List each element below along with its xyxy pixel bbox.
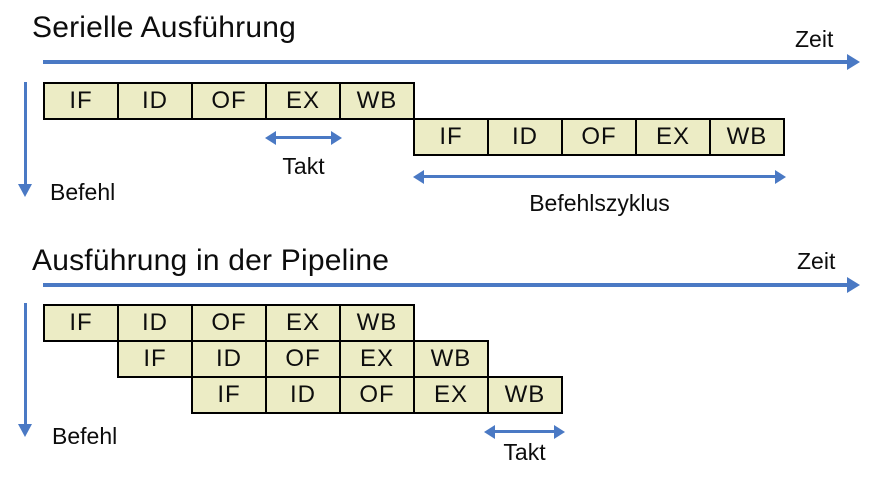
- stage-cell: EX: [339, 340, 415, 378]
- serial-takt-label: Takt: [282, 153, 325, 179]
- stage-cell: OF: [339, 376, 415, 414]
- pipeline-instruction-3-row: IF ID OF EX WB: [191, 376, 563, 414]
- stage-cell: OF: [265, 340, 341, 378]
- serial-instruction-1-row: IF ID OF EX WB: [43, 82, 415, 120]
- pipeline-instruction-1-row: IF ID OF EX WB: [43, 304, 415, 342]
- pipeline-instruction-2-row: IF ID OF EX WB: [117, 340, 489, 378]
- befehlszyklus-span-arrow-icon: [413, 169, 786, 184]
- stage-cell: IF: [413, 118, 489, 156]
- stage-cell: ID: [191, 340, 267, 378]
- stage-cell: OF: [191, 304, 267, 342]
- befehlszyklus-label: Befehlszyklus: [529, 190, 670, 216]
- stage-cell: WB: [339, 304, 415, 342]
- stage-cell: EX: [413, 376, 489, 414]
- stage-cell: ID: [487, 118, 563, 156]
- stage-cell: WB: [413, 340, 489, 378]
- stage-cell: IF: [43, 82, 119, 120]
- stage-cell: WB: [487, 376, 563, 414]
- pipeline-befehl-label: Befehl: [52, 423, 118, 449]
- stage-cell: WB: [709, 118, 785, 156]
- serial-befehl-label: Befehl: [50, 179, 116, 205]
- stage-cell: IF: [117, 340, 193, 378]
- stage-cell: EX: [265, 82, 341, 120]
- serial-zeit-label: Zeit: [795, 26, 834, 52]
- serial-instruction-2-row: IF ID OF EX WB: [413, 118, 785, 156]
- serial-takt-span-arrow-icon: [265, 130, 342, 145]
- serial-section-title: Serielle Ausführung: [32, 11, 296, 44]
- pipeline-time-axis-arrow-icon: [43, 277, 860, 293]
- pipeline-section-title: Ausführung in der Pipeline: [32, 244, 390, 277]
- stage-cell: EX: [265, 304, 341, 342]
- stage-cell: WB: [339, 82, 415, 120]
- serial-time-axis-arrow-icon: [43, 54, 860, 70]
- stage-cell: IF: [191, 376, 267, 414]
- pipeline-takt-span-arrow-icon: [484, 424, 565, 439]
- stage-cell: ID: [117, 82, 193, 120]
- stage-cell: EX: [635, 118, 711, 156]
- stage-cell: IF: [43, 304, 119, 342]
- stage-cell: OF: [561, 118, 637, 156]
- pipeline-instruction-axis-arrow-icon: [18, 303, 32, 437]
- serial-instruction-axis-arrow-icon: [18, 82, 32, 197]
- pipeline-takt-label: Takt: [503, 439, 546, 465]
- stage-cell: ID: [265, 376, 341, 414]
- stage-cell: OF: [191, 82, 267, 120]
- pipeline-zeit-label: Zeit: [797, 248, 836, 274]
- stage-cell: ID: [117, 304, 193, 342]
